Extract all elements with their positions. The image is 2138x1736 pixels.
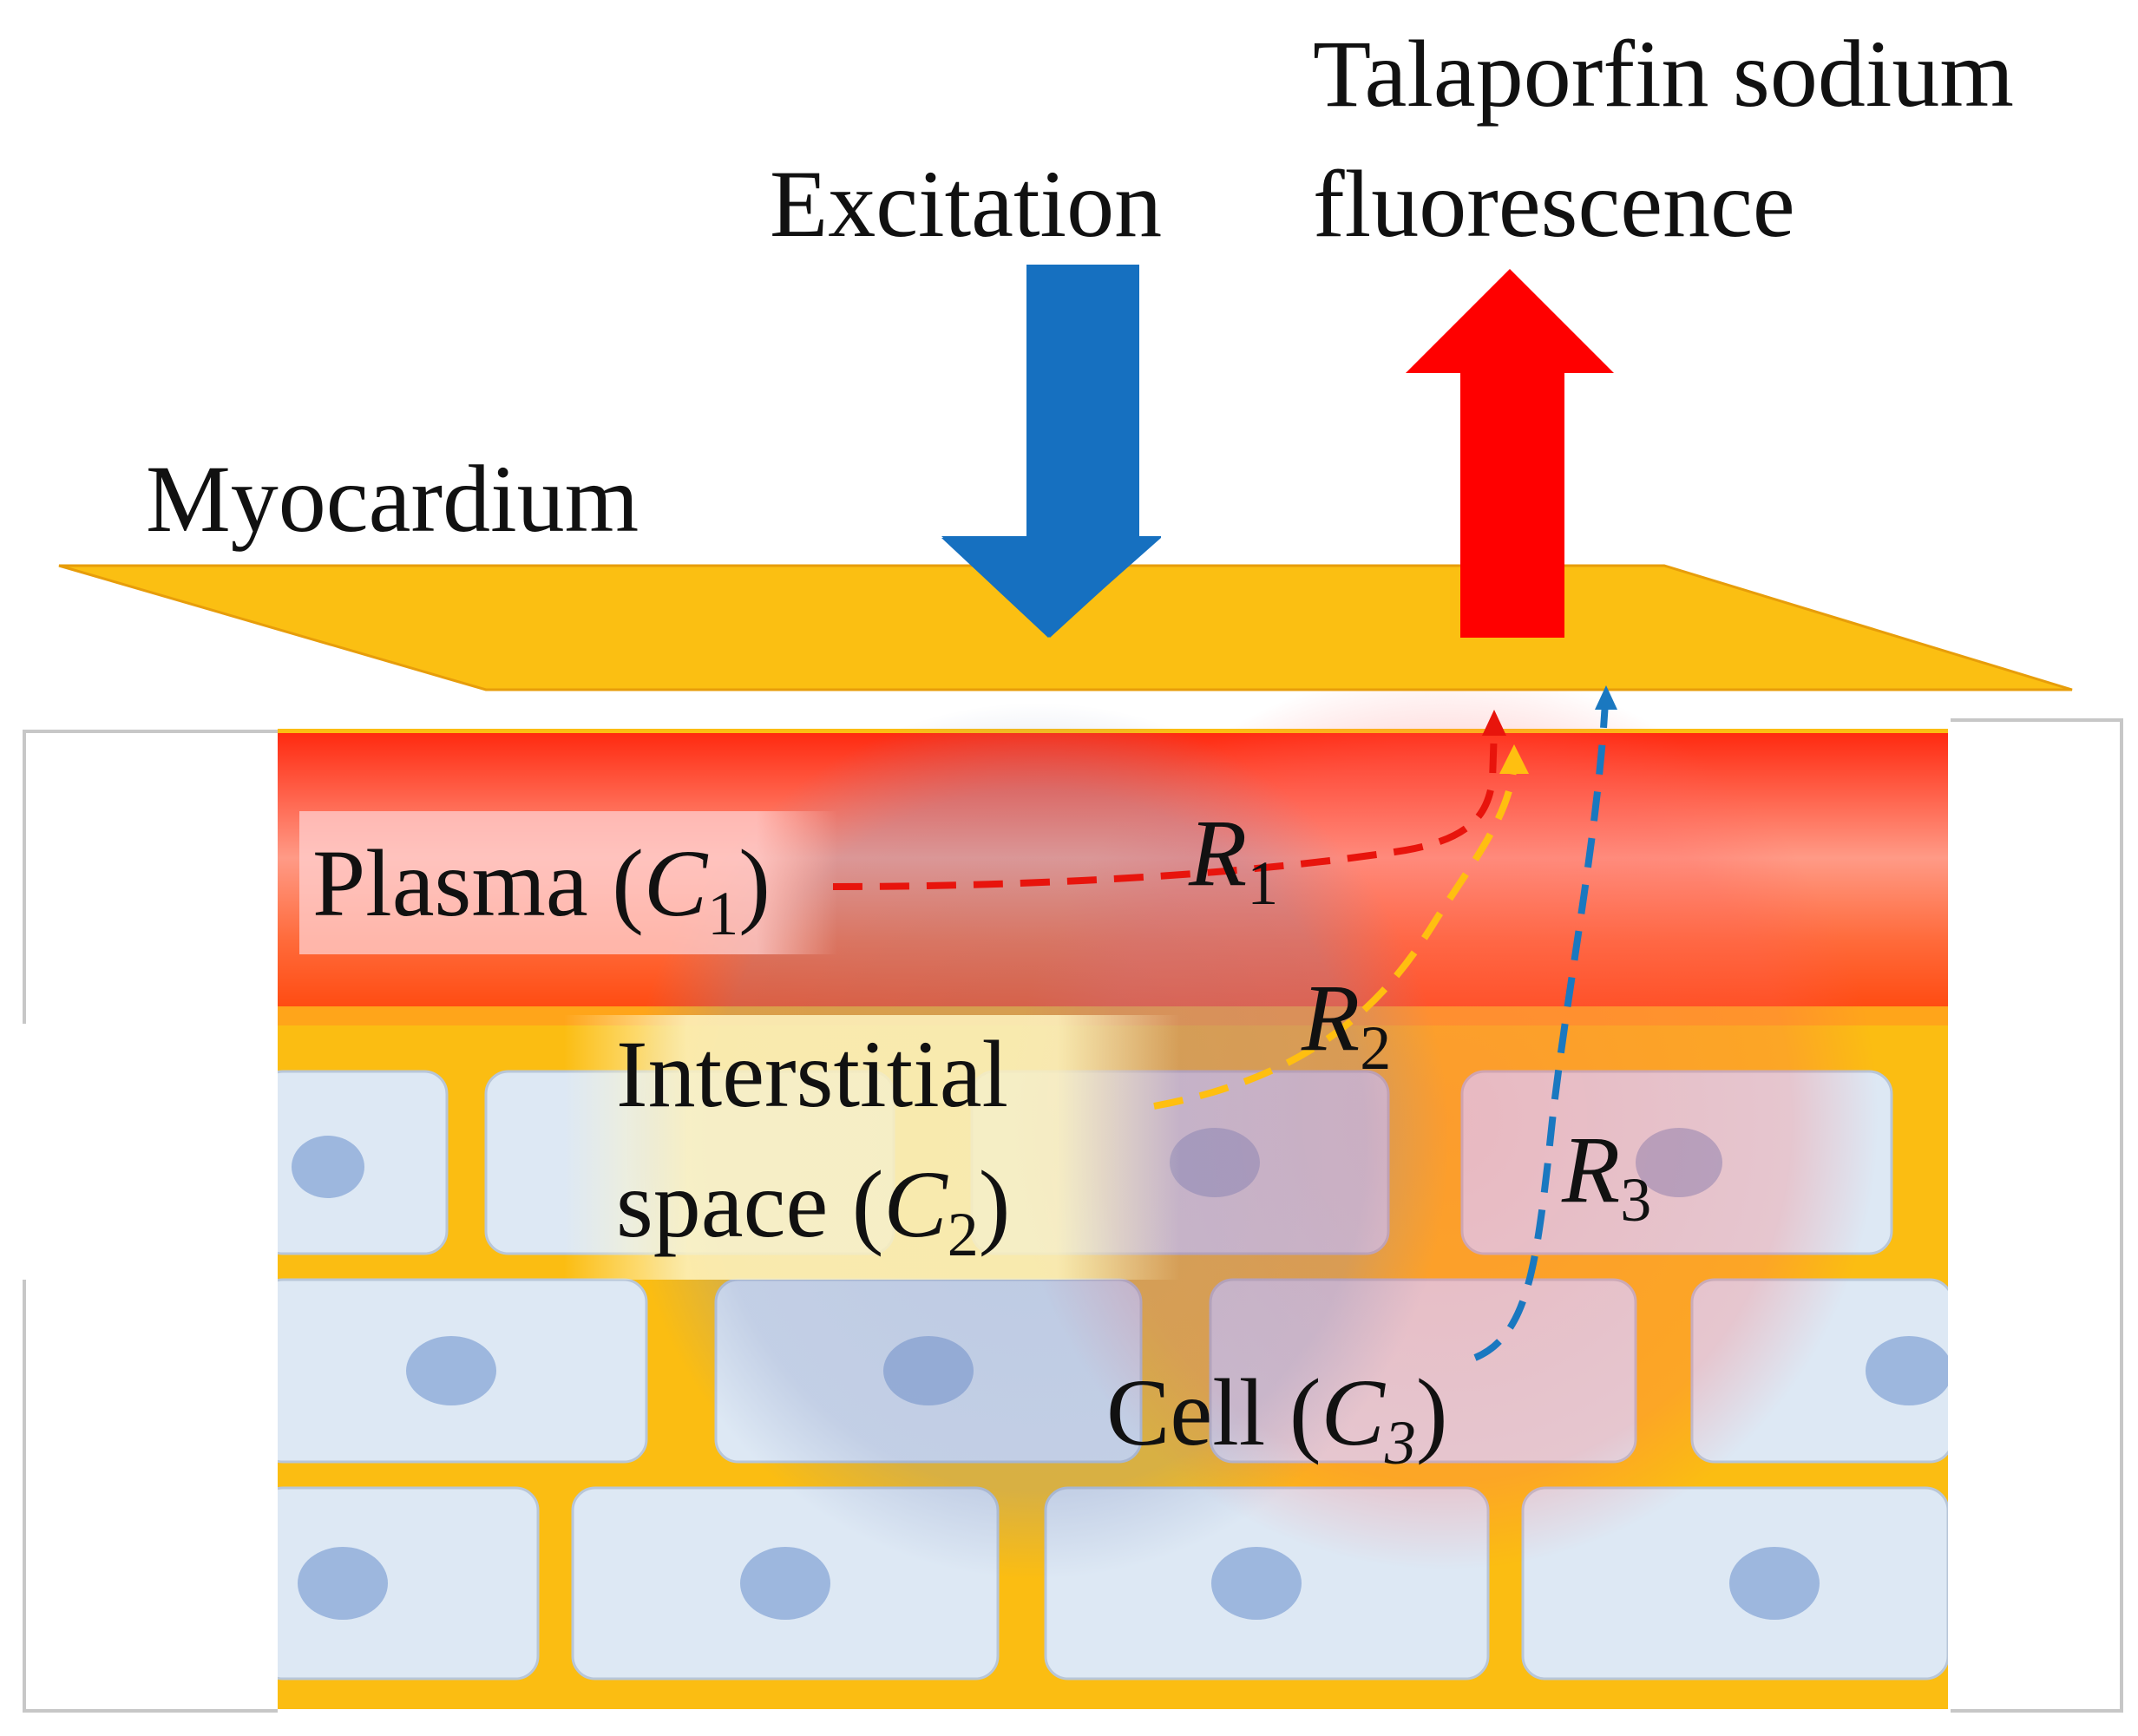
interstitial-label-line1: Interstitial — [616, 1021, 1008, 1127]
cell-nucleus — [1866, 1336, 1952, 1405]
pathways — [832, 685, 1617, 1361]
cell-nucleus — [298, 1547, 388, 1620]
cell-nucleus — [1729, 1547, 1820, 1620]
myocardium-label: Myocardium — [146, 446, 639, 552]
pathway-r2-arrowhead — [1499, 744, 1529, 774]
pathway-r2 — [1153, 763, 1518, 1110]
interstitial-label-highlight — [564, 1015, 1180, 1280]
cell-nucleus — [406, 1336, 496, 1405]
right-side-panel — [1951, 718, 2123, 1713]
cell-nucleus — [292, 1136, 364, 1198]
r2-label: R2 — [1301, 965, 1391, 1083]
fluorescence-label-line1: Talaporfin sodium — [1313, 21, 2014, 127]
left-side-panel — [23, 730, 278, 1713]
interstitial-label-line2: space (C2) — [616, 1151, 1010, 1269]
pathway-r1-arrowhead — [1482, 710, 1506, 736]
plasma-label: Plasma (C1) — [312, 830, 771, 948]
fluorescence-label-line2: fluorescence — [1313, 151, 1795, 257]
left-side-panel-fill — [26, 733, 278, 1709]
fluorescence-arrow — [1406, 269, 1614, 638]
r1-label: R1 — [1188, 800, 1278, 918]
cell-row-3 — [259, 1486, 1950, 1680]
cell-nucleus — [740, 1547, 830, 1620]
cell-nucleus — [1211, 1547, 1302, 1620]
pathway-r3-arrowhead — [1595, 685, 1617, 710]
plasma-label-highlight — [299, 811, 837, 954]
cell-label: Cell (C3) — [1106, 1359, 1447, 1477]
right-side-panel-fill — [1948, 720, 2126, 1709]
r3-label: R3 — [1561, 1117, 1651, 1235]
pathway-r1 — [832, 728, 1498, 890]
excitation-arrow-head — [941, 536, 1161, 638]
pathway-r3 — [1473, 702, 1609, 1361]
excitation-label: Excitation — [770, 151, 1162, 257]
